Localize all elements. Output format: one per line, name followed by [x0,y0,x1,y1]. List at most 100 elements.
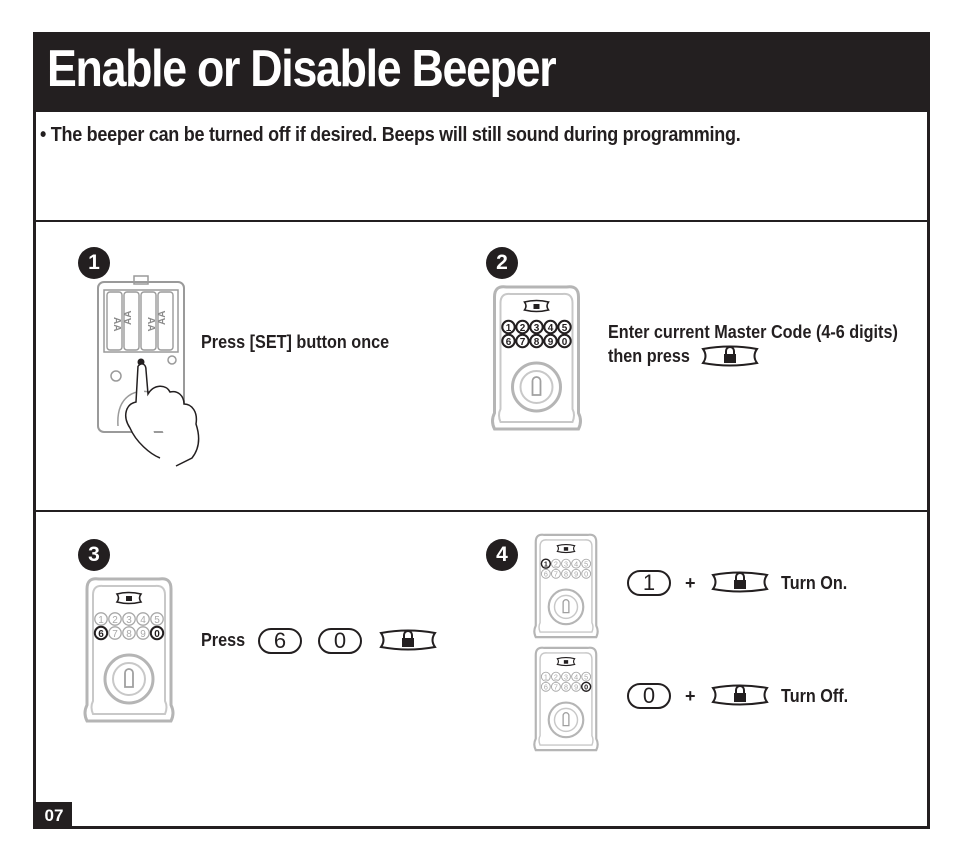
keypad-digit: 6 [544,569,548,578]
keypad-key: 8 [561,681,571,692]
keypad-digit: 7 [112,629,118,640]
keypad-key: 6 [540,568,551,579]
lock-button-icon [701,345,759,367]
keypad-key: 6 [540,681,551,692]
key-1: 1 [627,570,671,596]
keypad-digit: 4 [574,559,578,568]
lock-button-icon [556,544,576,554]
keypad-digit: 5 [584,559,588,568]
keypad-digit: 1 [544,559,548,568]
keypad-digit: 2 [112,615,118,626]
key-0: 0 [318,628,362,654]
keypad-key: 9 [136,626,150,640]
lock-button-icon [556,657,576,667]
battery-label: AA [111,317,122,331]
keypad-key: 4 [571,671,582,682]
page-title: Enable or Disable Beeper [47,40,557,98]
keypad-key: 2 [550,671,561,682]
turn-off-text: Turn Off. [781,686,849,706]
keypad-key: 0 [149,625,165,641]
battery-pack-icon: AA AA AA AA [97,275,200,467]
keypad-key: 3 [561,671,571,682]
page-number: 07 [36,802,72,829]
key-0: 0 [627,683,671,709]
keypad-digit: 0 [584,682,588,691]
turn-on-text: Turn On. [781,573,848,593]
lock-button-icon [523,299,550,313]
keypad-key: 3 [561,558,571,569]
keypad-key: 8 [529,333,544,349]
keypad-digit: 8 [564,682,568,691]
keypad-key: 3 [529,319,544,335]
keypad-key: 4 [136,612,150,626]
keypad-key: 4 [543,319,558,335]
keypad-digit: 0 [584,569,588,578]
keypad-digit: 3 [564,559,568,568]
keypad-digit: 9 [548,337,554,348]
keypad-digit: 7 [554,569,558,578]
keypad-key: 8 [122,626,136,640]
keypad-digit: 6 [544,682,548,691]
keypad-key: 7 [515,333,530,349]
lock-button-icon [711,571,769,593]
keypad-digit: 7 [520,337,526,348]
section-divider [36,510,927,512]
keypad-key: 1 [540,558,552,569]
keypad-key: 4 [571,558,582,569]
keypad-digit: 8 [534,337,540,348]
step-2-badge: 2 [486,247,518,279]
keypad-digit: 9 [574,569,578,578]
keypad-key: 5 [557,319,572,335]
keypad-digit: 2 [554,672,558,681]
keypad-key: 1 [501,319,516,335]
step-2-line2: then press [608,346,690,366]
keypad-key: 2 [515,319,530,335]
keypad-key: 0 [557,333,572,349]
keypad-digit: 1 [544,672,548,681]
keypad-digit: 8 [126,629,132,640]
keypad-digit: 0 [562,337,568,348]
plus-sign: + [685,686,696,706]
step-1-text: Press [SET] button once [201,332,390,352]
key-6: 6 [258,628,302,654]
battery-label: AA [145,317,156,331]
keypad-digit: 9 [574,682,578,691]
lock-button-icon [711,684,769,706]
step-2-line1: Enter current Master Code (4-6 digits) [608,322,898,342]
keypad-key: 5 [581,671,592,682]
keypad-key: 0 [580,681,592,692]
keypad-digit: 5 [562,323,568,334]
keypad-digit: 3 [564,672,568,681]
keypad-digit: 4 [140,615,146,626]
keypad-key: 7 [550,681,561,692]
intro-note: • The beeper can be turned off if desire… [40,124,741,146]
step-4-badge: 4 [486,539,518,571]
keypad-digit: 6 [506,337,512,348]
keypad-key: 2 [550,558,561,569]
keypad-digit: 3 [534,323,540,334]
step-3-badge: 3 [78,539,110,571]
keypad-key: 5 [581,558,592,569]
keypad-digit: 1 [506,323,512,334]
keypad-key: 9 [543,333,558,349]
keypad-key: 6 [93,625,109,641]
header-bar [33,32,930,112]
keypad-key: 9 [571,568,582,579]
hand-pointer-icon [137,363,200,467]
section-divider [36,220,927,222]
keypad-key: 3 [122,612,136,626]
keypad-key: 5 [150,612,164,626]
keypad-key: 7 [550,568,561,579]
keypad-key: 8 [561,568,571,579]
keypad-key: 1 [540,671,551,682]
step-3-text: Press [201,630,246,650]
keypad-key: 9 [571,681,582,692]
lock-button-icon [379,629,437,651]
keypad-digit: 9 [140,629,146,640]
keypad-digit: 2 [520,323,526,334]
keypad-digit: 3 [126,615,132,626]
